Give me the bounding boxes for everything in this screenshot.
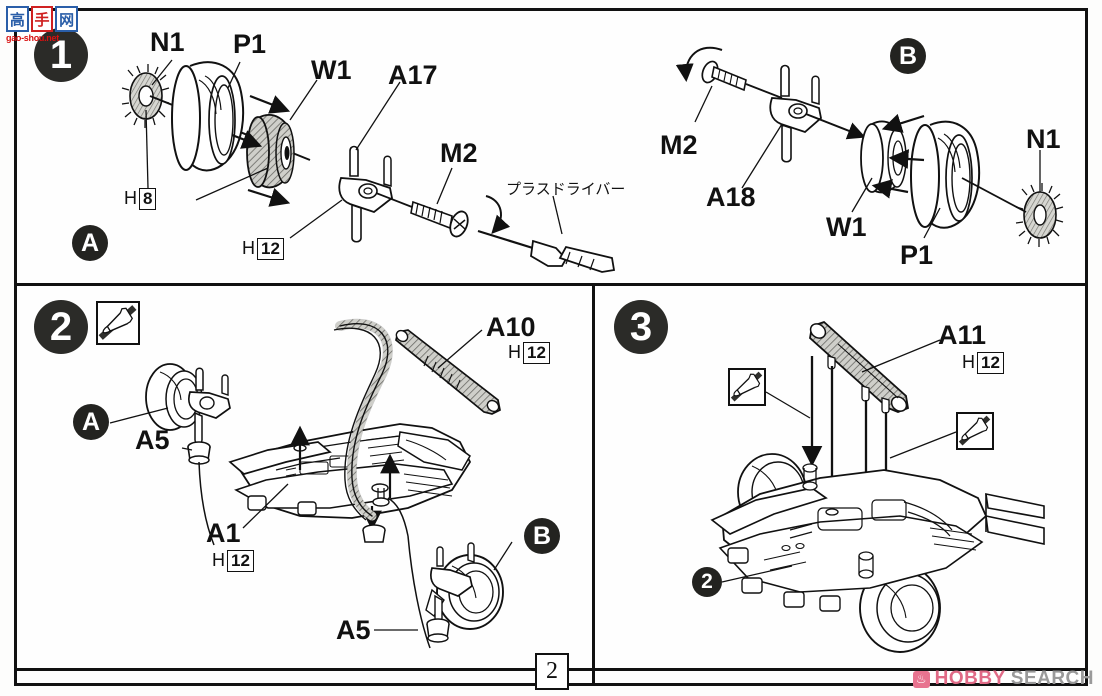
part-label-a1: A1	[206, 518, 241, 548]
no-glue-icon-step3-right	[956, 412, 994, 450]
step2-subassembly-b	[425, 542, 504, 643]
part-label-a11: A11	[938, 320, 987, 350]
part-a10-lever	[395, 329, 501, 415]
part-label-m2-right: M2	[660, 130, 698, 160]
watermark-char-1: 高	[6, 6, 29, 32]
runner-prefix-h8: H	[124, 188, 137, 209]
part-label-w1-left: W1	[311, 55, 352, 85]
watermark-hobby-search: ♨ HOBBY SEARCH	[912, 668, 1094, 690]
part-label-m2-left: M2	[440, 138, 478, 168]
page-rule-right	[565, 668, 1088, 671]
part-label-n1-right: N1	[1026, 124, 1061, 154]
subassembly-ref-badge-step2: 2	[692, 567, 722, 597]
part-a18-upright	[769, 64, 822, 163]
part-label-a10: A10	[486, 312, 536, 342]
part-n1-gear-right	[1015, 183, 1064, 247]
watermark-brand-primary: HOBBY	[934, 668, 1006, 689]
part-label-n1-left: N1	[150, 27, 185, 57]
part-a11-arm	[809, 320, 910, 414]
runner-marker-h12-step1: H 12	[242, 238, 284, 260]
part-label-a17: A17	[388, 60, 438, 90]
part-a17-upright	[338, 145, 393, 243]
no-glue-icon-step2	[96, 301, 140, 345]
part-label-a5-top: A5	[135, 425, 170, 455]
part-w1-wheel-left	[246, 114, 295, 189]
runner-prefix-a1: H	[212, 550, 225, 571]
runner-number-a11: 12	[977, 352, 1004, 374]
runner-prefix-a10: H	[508, 342, 521, 363]
runner-marker-a11: H 12	[962, 352, 1004, 374]
tool-caption-phillips-screwdriver: プラスドライバー	[506, 180, 626, 198]
step-number-badge-1: 1	[34, 28, 88, 82]
step3-chassis	[710, 453, 1045, 653]
watermark-gaoshou: 高 手 网 gao-shou.net	[6, 6, 79, 46]
step2-subassembly-a	[145, 363, 231, 546]
watermark-char-3: 网	[55, 6, 79, 32]
panel-vertical-divider	[592, 286, 595, 686]
runner-number-h12-step1: 12	[257, 238, 284, 260]
no-glue-icon-step3-left	[728, 368, 766, 406]
part-p1-tyre-right	[910, 120, 981, 229]
subassembly-ref-badge-b: B	[524, 518, 560, 554]
runner-number-a10: 12	[523, 342, 550, 364]
runner-prefix-a11: H	[962, 352, 975, 373]
part-label-p1-left: P1	[233, 29, 267, 59]
part-label-a18: A18	[706, 182, 756, 212]
watermark-char-2: 手	[30, 6, 54, 32]
runner-number-a1: 12	[227, 550, 254, 572]
part-m2-screw-right	[701, 60, 747, 92]
tool-phillips-screwdriver	[477, 229, 616, 273]
subassembly-ref-badge-a: A	[73, 404, 109, 440]
part-label-a5-bottom: A5	[336, 615, 371, 645]
subassembly-badge-b: B	[890, 38, 926, 74]
part-a10-curved-strip	[333, 318, 393, 521]
page-rule-left	[14, 668, 535, 671]
part-label-p1-right: P1	[900, 240, 934, 270]
flame-icon: ♨	[912, 670, 930, 688]
watermark-brand-secondary: SEARCH	[1010, 668, 1094, 689]
runner-marker-a1: H 12	[212, 550, 254, 572]
step-number-badge-3: 3	[614, 300, 668, 354]
panel-horizontal-divider	[14, 283, 1088, 286]
subassembly-badge-a: A	[72, 225, 108, 261]
part-label-w1-right: W1	[826, 212, 867, 242]
runner-marker-h8: H 8	[124, 188, 157, 210]
step-number-badge-2: 2	[34, 300, 88, 354]
part-m2-screw-left	[410, 200, 469, 238]
watermark-url: gao-shou.net	[6, 33, 59, 43]
page-number: 2	[535, 653, 569, 690]
runner-marker-a10: H 12	[508, 342, 550, 364]
part-p1-tyre-left	[171, 61, 245, 172]
runner-number-h8: 8	[139, 188, 157, 210]
runner-prefix-h12-step1: H	[242, 238, 255, 259]
part-w1-wheel-right	[860, 120, 907, 194]
